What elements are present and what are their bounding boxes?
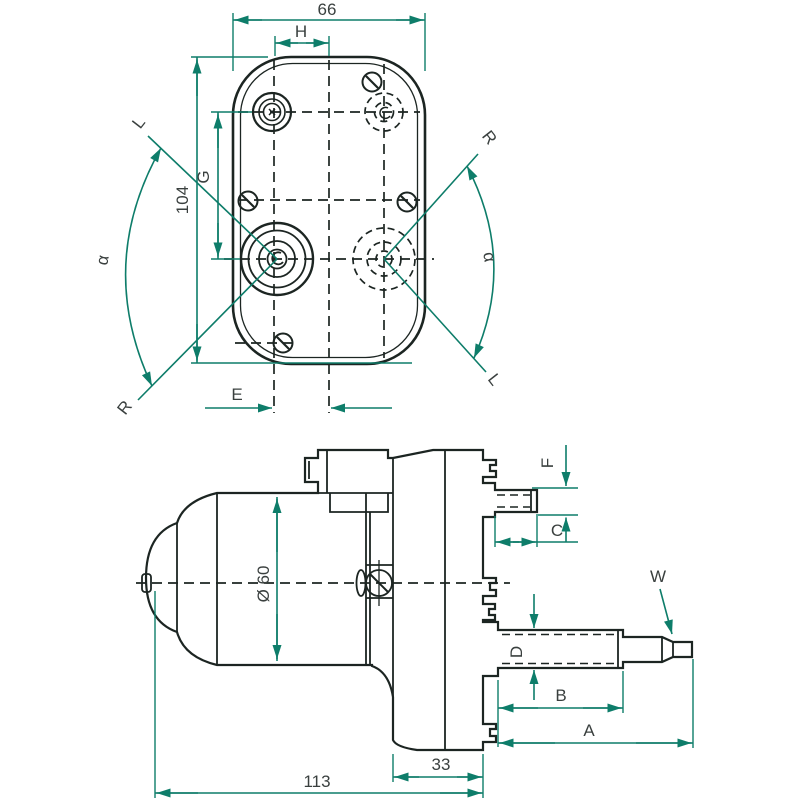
side-view: Ø 60 F C D W <box>136 445 694 798</box>
dim-label-104: 104 <box>173 186 192 214</box>
screw-top-right <box>361 71 383 93</box>
dimension-113: 113 <box>154 591 484 798</box>
dim-label-A: A <box>583 721 595 740</box>
sweep-label-R-left: R <box>113 397 136 418</box>
sweep-label-R-right: R <box>478 127 501 148</box>
sweep-label-L-right: L <box>484 370 505 389</box>
screw-mid-right <box>396 191 418 213</box>
front-view: 66 H 104 G E <box>92 0 504 418</box>
dimension-104: 104 <box>173 56 412 364</box>
dim-label-66: 66 <box>318 0 337 19</box>
dim-label-E: E <box>231 385 242 404</box>
dimension-66: 66 <box>232 0 426 71</box>
thread-lines <box>497 494 618 665</box>
dimension-E: E <box>205 385 392 413</box>
motor-silhouette <box>144 448 694 752</box>
dimension-A: A <box>498 659 694 748</box>
dim-label-33: 33 <box>432 755 451 774</box>
dim-label-D: D <box>507 646 526 658</box>
dimension-C: C <box>494 514 578 547</box>
screw-mid-left <box>237 190 259 212</box>
wipe-angle-right: R L α <box>383 127 505 389</box>
dim-label-B: B <box>555 686 566 705</box>
dim-label-dia60: Ø 60 <box>254 566 273 603</box>
dim-label-F: F <box>538 458 557 468</box>
centre-lines <box>224 60 434 413</box>
dim-label-W: W <box>650 567 666 586</box>
sweep-label-L-left: L <box>128 113 149 132</box>
dimension-dia60: Ø 60 <box>254 497 282 661</box>
dim-label-H: H <box>295 22 307 41</box>
dimension-33: 33 <box>392 754 483 782</box>
dimension-F: F <box>532 445 578 542</box>
dim-label-113: 113 <box>303 772 330 791</box>
sweep-label-alpha-left: α <box>92 253 112 266</box>
dimension-W: W <box>650 567 673 635</box>
housing-screws <box>237 71 418 354</box>
alternate-upper-boss <box>364 92 404 132</box>
dim-label-G: G <box>194 170 213 183</box>
dimension-D: D <box>507 594 539 700</box>
dimension-H: H <box>274 22 330 56</box>
dimension-G: G <box>194 111 252 260</box>
internal-edges <box>176 450 674 750</box>
sweep-label-alpha-right: α <box>479 251 499 264</box>
dim-label-C: C <box>551 521 563 540</box>
alternate-shaft-boss <box>352 227 416 291</box>
dimension-B: B <box>497 671 624 747</box>
